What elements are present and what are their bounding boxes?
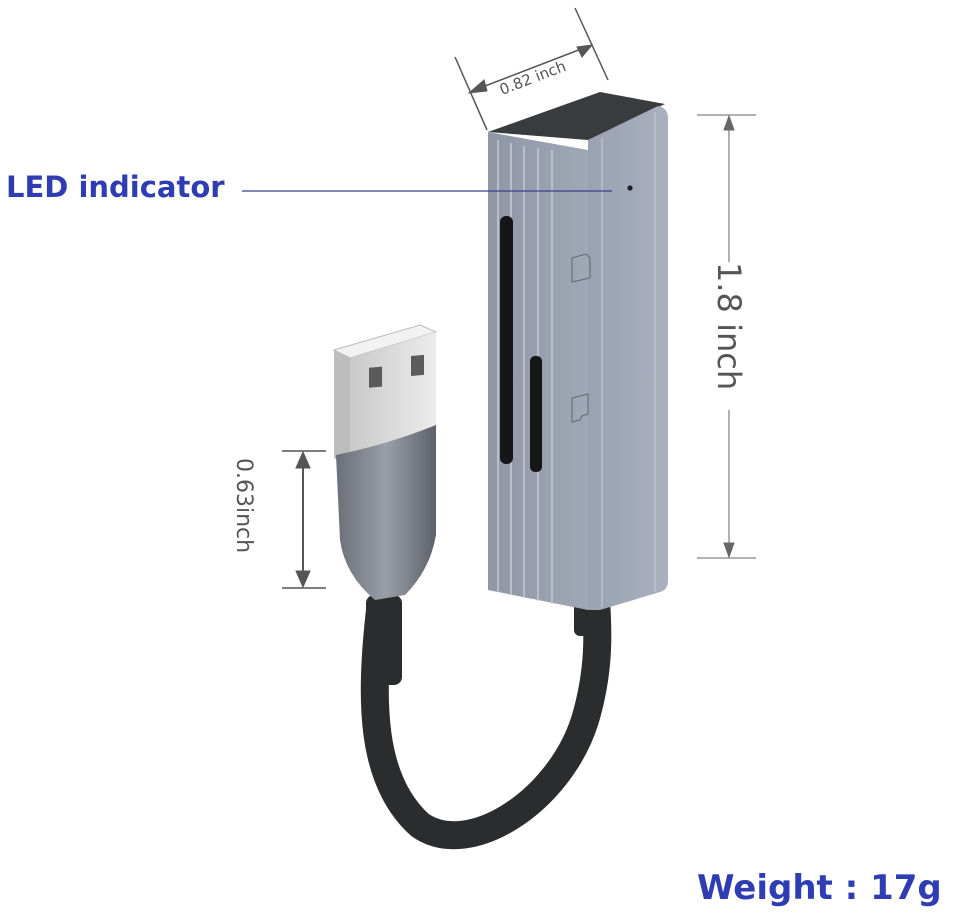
height-dimension xyxy=(697,114,756,559)
tf-label-icon xyxy=(571,393,589,423)
weight-label: Weight : 17g xyxy=(697,868,942,908)
card-reader-body xyxy=(488,92,668,610)
plug-dimension xyxy=(282,450,326,589)
plug-length-label: 0.63inch xyxy=(231,458,256,554)
tf-slot xyxy=(530,356,542,472)
sd-slot xyxy=(500,216,513,464)
plug-sleeve xyxy=(336,425,436,600)
led-dot xyxy=(627,185,633,191)
height-label: 1.8 inch xyxy=(710,262,748,391)
usb-cable xyxy=(360,586,612,850)
width-dimension xyxy=(454,7,609,131)
led-indicator-label: LED indicator xyxy=(6,170,225,204)
sd-label-icon xyxy=(571,253,591,283)
